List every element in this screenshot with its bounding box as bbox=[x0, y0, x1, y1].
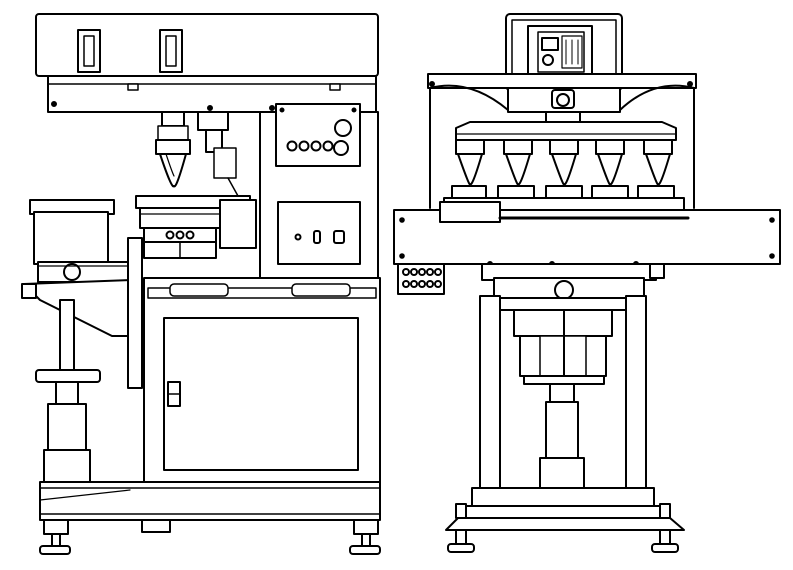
ink-cup-assembly bbox=[136, 196, 256, 258]
pad-5 bbox=[644, 140, 672, 184]
pad-3 bbox=[550, 140, 578, 184]
top-control-box bbox=[506, 14, 622, 90]
ink-cup-row bbox=[444, 186, 684, 210]
control-panel-upper bbox=[276, 104, 360, 166]
pad-1 bbox=[456, 140, 484, 184]
main-cabinet bbox=[144, 278, 380, 488]
side-view bbox=[22, 14, 380, 554]
main-plate bbox=[394, 202, 780, 266]
feeder-box bbox=[30, 200, 134, 282]
button-panel bbox=[398, 264, 444, 294]
pad-2 bbox=[504, 140, 532, 184]
front-view bbox=[394, 14, 780, 552]
head-carriage bbox=[456, 122, 676, 140]
control-panel-lower bbox=[278, 202, 360, 264]
front-base bbox=[446, 488, 684, 552]
side-base bbox=[40, 482, 380, 554]
top-frame-beam bbox=[428, 74, 696, 88]
center-column bbox=[540, 384, 584, 490]
pad-4 bbox=[596, 140, 624, 184]
cabinet-door bbox=[164, 318, 358, 470]
pad-head bbox=[156, 112, 190, 186]
left-post bbox=[36, 300, 100, 482]
